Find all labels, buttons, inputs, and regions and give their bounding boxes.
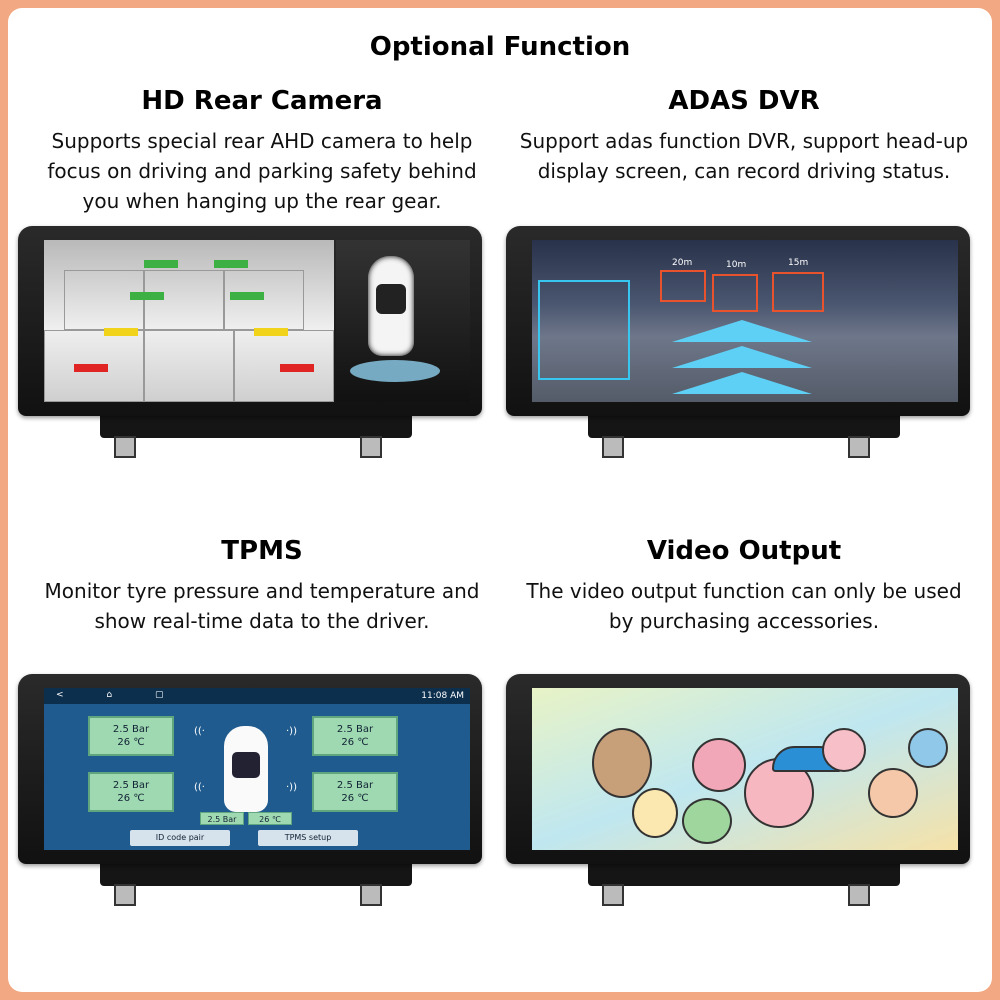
sensor-glow — [350, 360, 440, 382]
feature-description: Monitor tyre pressure and temperature an… — [44, 579, 480, 633]
unit-chin — [588, 860, 900, 886]
tire-temperature: 26 ℃ — [117, 737, 145, 748]
guide-line-red — [280, 364, 314, 372]
tire-rear-right: 2.5 Bar 26 ℃ — [312, 772, 398, 812]
cartoon-character — [868, 768, 918, 818]
guide-line-yellow — [104, 328, 138, 336]
cartoon-character — [692, 738, 746, 792]
head-unit-adas: 20m 10m 15m — [506, 226, 976, 466]
page-title: Optional Function — [369, 32, 631, 62]
guide-line-yellow — [254, 328, 288, 336]
feature-description: Support adas function DVR, support head-… — [519, 129, 969, 183]
mount-bracket — [602, 884, 624, 906]
feature-heading: TPMS — [221, 536, 303, 566]
nav-buttons[interactable]: < ⌂ ▢ — [56, 690, 184, 700]
distance-label: 10m — [726, 260, 747, 270]
head-unit-rear-camera — [18, 226, 488, 466]
detection-box — [538, 280, 630, 380]
detection-box — [712, 274, 758, 312]
tpms-setup-button[interactable]: TPMS setup — [258, 830, 358, 846]
guide-line-green — [214, 260, 248, 268]
camera-view — [44, 240, 334, 402]
mount-bracket — [360, 884, 382, 906]
cartoon-character — [632, 788, 678, 838]
tpms-view: < ⌂ ▢ 11:08 AM 2.5 Bar 26 ℃ 2.5 Bar 26 ℃… — [44, 688, 470, 850]
tire-temperature: 26 ℃ — [341, 793, 369, 804]
cartoon-character — [592, 728, 652, 798]
status-bar: < ⌂ ▢ 11:08 AM — [44, 688, 470, 704]
guide-line-green — [230, 292, 264, 300]
mount-bracket — [848, 884, 870, 906]
tire-temperature: 26 ℃ — [117, 793, 145, 804]
adas-view: 20m 10m 15m — [532, 240, 958, 402]
tpms-screen: < ⌂ ▢ 11:08 AM 2.5 Bar 26 ℃ 2.5 Bar 26 ℃… — [44, 688, 470, 850]
guide-line-red — [74, 364, 108, 372]
floor-tile — [144, 330, 234, 402]
video-screen — [532, 688, 958, 850]
signal-icon: ·)) — [286, 726, 297, 737]
floor-tile — [44, 330, 144, 402]
cartoon-character — [822, 728, 866, 772]
product-poster: Optional Function HD Rear Camera Support… — [8, 8, 992, 992]
id-code-pair-button[interactable]: ID code pair — [130, 830, 230, 846]
head-unit-video-output — [506, 674, 976, 914]
tire-pressure: 2.5 Bar — [336, 724, 374, 735]
tire-pressure: 2.5 Bar — [336, 780, 374, 791]
screen-bezel — [18, 226, 482, 416]
adas-screen: 20m 10m 15m — [532, 240, 958, 402]
cartoon-character — [908, 728, 948, 768]
tire-front-right: 2.5 Bar 26 ℃ — [312, 716, 398, 756]
feature-heading: HD Rear Camera — [141, 86, 383, 116]
distance-label: 20m — [672, 258, 693, 268]
screen-bezel: 20m 10m 15m — [506, 226, 970, 416]
mount-bracket — [602, 436, 624, 458]
screen-bezel: < ⌂ ▢ 11:08 AM 2.5 Bar 26 ℃ 2.5 Bar 26 ℃… — [18, 674, 482, 864]
guide-line-green — [144, 260, 178, 268]
unit-chin — [100, 860, 412, 886]
mount-bracket — [114, 884, 136, 906]
unit-chin — [100, 412, 412, 438]
feature-tpms: TPMS Monitor tyre pressure and temperatu… — [20, 536, 504, 636]
cartoon-video-frame — [532, 688, 958, 850]
feature-video-output: Video Output The video output function c… — [502, 536, 986, 636]
screen-bezel — [506, 674, 970, 864]
rear-camera-screen — [44, 240, 470, 402]
mount-bracket — [114, 436, 136, 458]
car-top-view-icon — [224, 726, 268, 812]
tire-pressure: 2.5 Bar — [112, 780, 150, 791]
tire-front-left: 2.5 Bar 26 ℃ — [88, 716, 174, 756]
car-top-view-icon — [368, 256, 414, 356]
detection-box — [660, 270, 706, 302]
tire-pressure: 2.5 Bar — [112, 724, 150, 735]
feature-rear-camera: HD Rear Camera Supports special rear AHD… — [20, 86, 504, 216]
spare-pressure: 2.5 Bar — [200, 812, 244, 825]
detection-box — [772, 272, 824, 312]
unit-chin — [588, 412, 900, 438]
head-unit-tpms: < ⌂ ▢ 11:08 AM 2.5 Bar 26 ℃ 2.5 Bar 26 ℃… — [18, 674, 488, 914]
feature-heading: ADAS DVR — [668, 86, 820, 116]
signal-icon: ((· — [194, 726, 205, 737]
feature-description: The video output function can only be us… — [526, 579, 962, 633]
floor-tile — [144, 270, 224, 330]
floor-tile — [224, 270, 304, 330]
mount-bracket — [848, 436, 870, 458]
signal-icon: ·)) — [286, 782, 297, 793]
lane-arrow-icon — [672, 346, 812, 368]
status-time: 11:08 AM — [421, 691, 464, 701]
signal-icon: ((· — [194, 782, 205, 793]
car-top-view-panel — [336, 240, 470, 402]
tire-rear-left: 2.5 Bar 26 ℃ — [88, 772, 174, 812]
lane-arrow-icon — [672, 372, 812, 394]
distance-label: 15m — [788, 258, 809, 268]
cartoon-character — [682, 798, 732, 844]
feature-heading: Video Output — [646, 536, 842, 566]
floor-tile — [64, 270, 144, 330]
feature-adas-dvr: ADAS DVR Support adas function DVR, supp… — [502, 86, 986, 186]
mount-bracket — [360, 436, 382, 458]
feature-description: Supports special rear AHD camera to help… — [47, 129, 477, 213]
lane-arrow-icon — [672, 320, 812, 342]
guide-line-green — [130, 292, 164, 300]
spare-temperature: 26 ℃ — [248, 812, 292, 825]
tire-temperature: 26 ℃ — [341, 737, 369, 748]
